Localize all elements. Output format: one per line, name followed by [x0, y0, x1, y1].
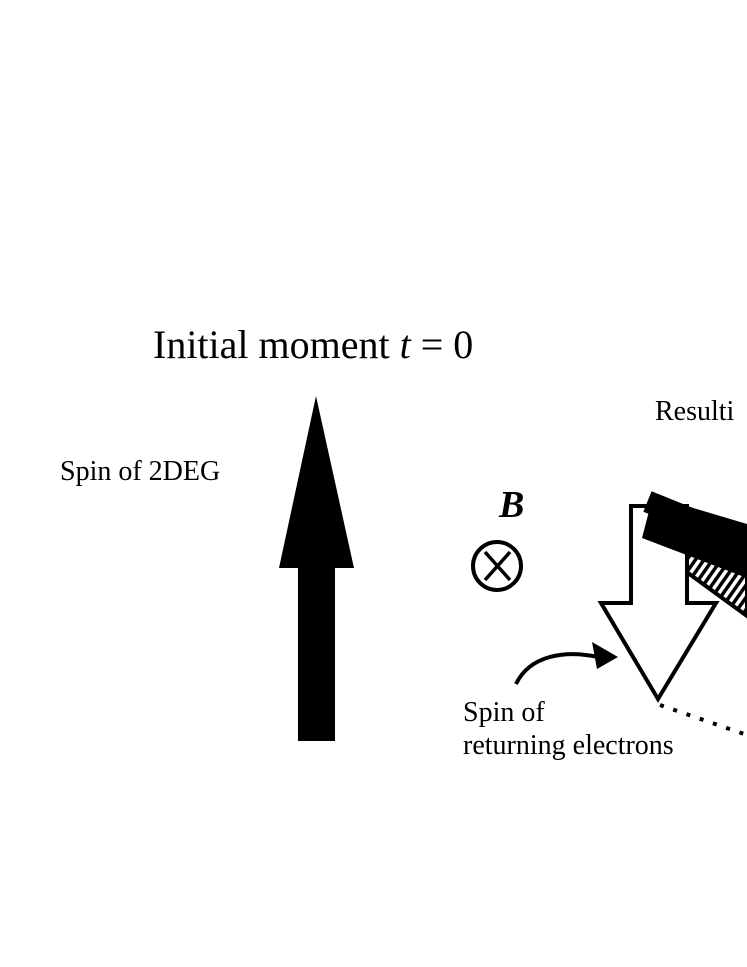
resulting-spin-arrow — [642, 491, 747, 578]
returning-label-line-1: Spin of — [463, 697, 545, 728]
title-suffix: = 0 — [410, 322, 474, 367]
spin-2deg-arrow-shaft — [298, 566, 335, 741]
title-prefix: Initial moment — [153, 322, 400, 367]
spin-2deg-label: Spin of 2DEG — [60, 456, 221, 487]
into-page-circle-x-icon — [471, 540, 523, 592]
returning-label-line-2: returning electrons — [463, 730, 674, 761]
field-label: B — [499, 484, 525, 526]
title-variable: t — [399, 322, 411, 367]
spin-2deg-arrow-head — [279, 396, 354, 568]
resulting-label: Resulti — [655, 396, 735, 427]
dotted-guide-line — [659, 703, 747, 737]
page-title: Initial moment t = 0 — [153, 321, 473, 369]
returning-electrons-label: Spin of returning electrons — [463, 696, 674, 762]
spin-2deg-arrow — [279, 396, 354, 741]
pointer-arrow — [514, 642, 618, 685]
